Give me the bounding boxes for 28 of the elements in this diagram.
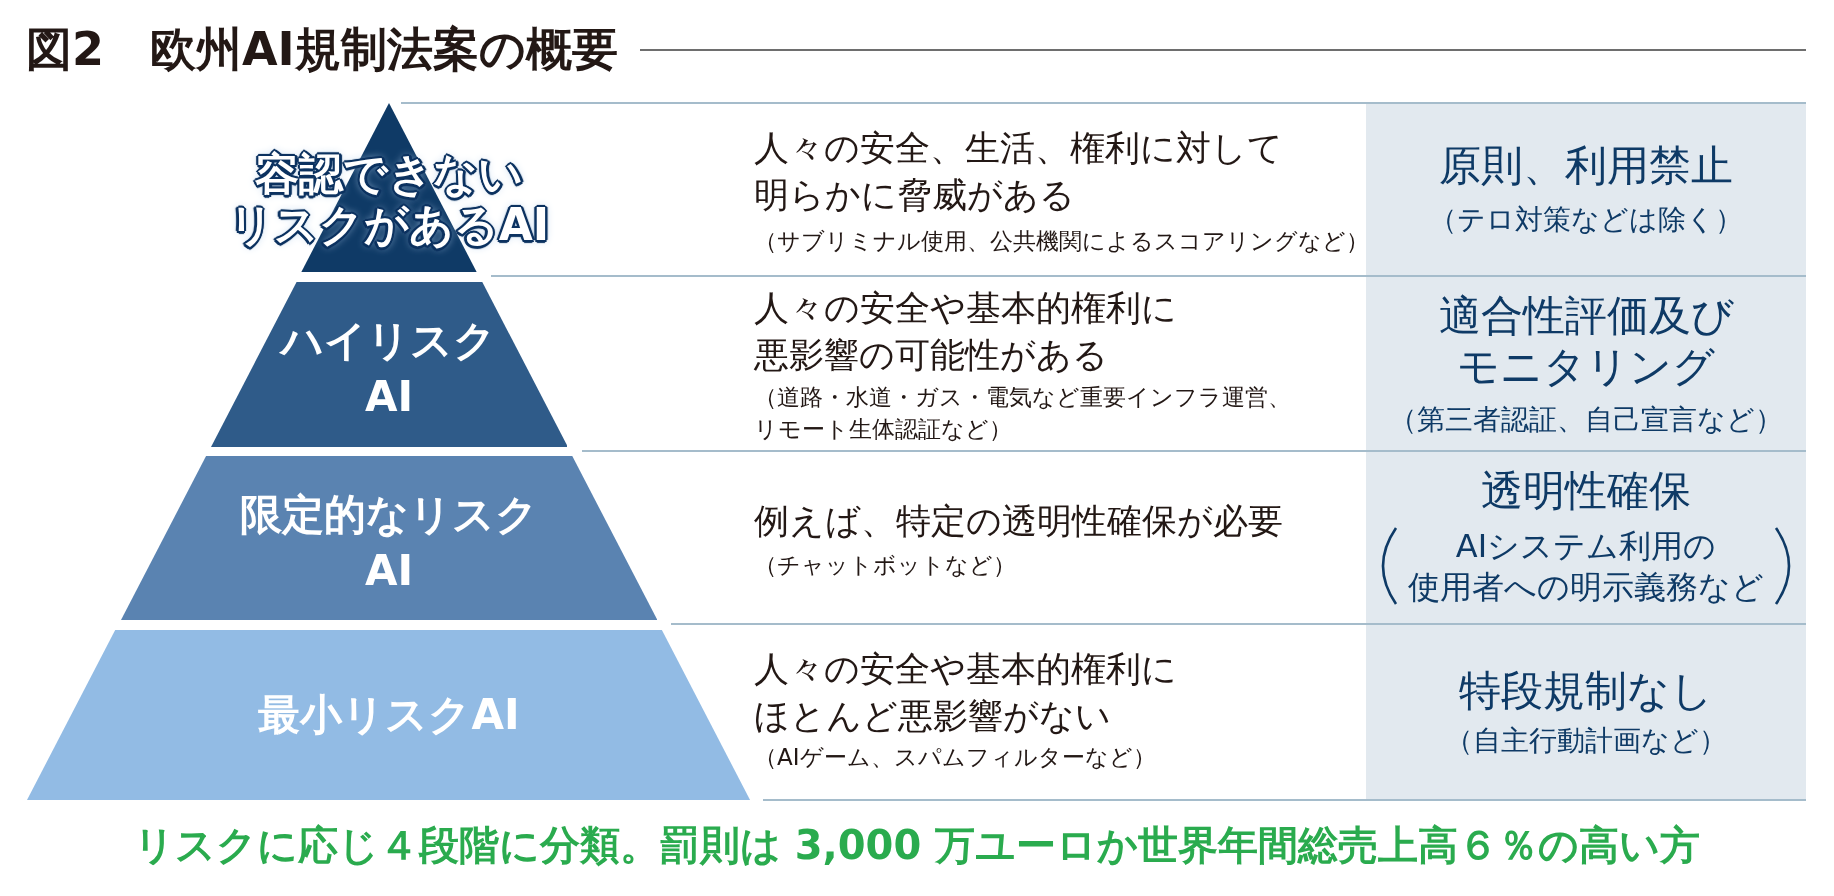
- regulation-note: （テロ対策などは除く）: [1429, 202, 1743, 238]
- example-note: （チャットボットなど）: [754, 551, 1016, 580]
- risk-description: 人々の安全や基本的権利にほとんど悪影響がない: [754, 648, 1178, 738]
- regulation-note: AIシステム利用の使用者への明示義務など: [1408, 526, 1764, 608]
- regulation-panel: [1366, 452, 1806, 623]
- pyramid-tier: [120, 456, 658, 620]
- tier-label: 限定的なリスクAI: [239, 489, 539, 597]
- figure-title: 図2 欧州AI規制法案の概要: [26, 21, 618, 78]
- regulation-heading: 適合性評価及びモニタリング: [1437, 290, 1735, 392]
- example-note: （道路・水道・ガス・電気など重要インフラ運営、リモート生体認証など）: [754, 383, 1292, 444]
- caption: リスクに応じ４段階に分類。罰則は 3,000 万ユーロか世界年間総売上高６％の高い方: [133, 821, 1701, 870]
- tier-label: 最小リスクAI: [258, 689, 520, 741]
- regulation-panel: [1366, 104, 1806, 275]
- example-note: （AIゲーム、スパムフィルターなど）: [754, 743, 1156, 772]
- regulation-panel: [1366, 277, 1806, 450]
- regulation-panel: [1366, 625, 1806, 799]
- pyramid-tier: [210, 282, 568, 447]
- regulation-heading: 特段規制なし: [1459, 666, 1713, 716]
- regulation-heading: 透明性確保: [1481, 466, 1691, 516]
- risk-description: 例えば、特定の透明性確保が必要: [754, 500, 1283, 543]
- risk-description: 人々の安全や基本的権利に悪影響の可能性がある: [754, 287, 1178, 377]
- regulation-note: （第三者認証、自己宣言など）: [1389, 402, 1783, 438]
- risk-description: 人々の安全、生活、権利に対して明らかに脅威がある: [754, 127, 1284, 217]
- tier-label: ハイリスクAI: [278, 315, 498, 423]
- regulation-heading: 原則、利用禁止: [1439, 141, 1733, 191]
- pyramid-tier: [27, 630, 751, 800]
- example-note: （サブリミナル使用、公共機関によるスコアリングなど）: [754, 227, 1364, 256]
- regulation-note: （自主行動計画など）: [1445, 723, 1727, 759]
